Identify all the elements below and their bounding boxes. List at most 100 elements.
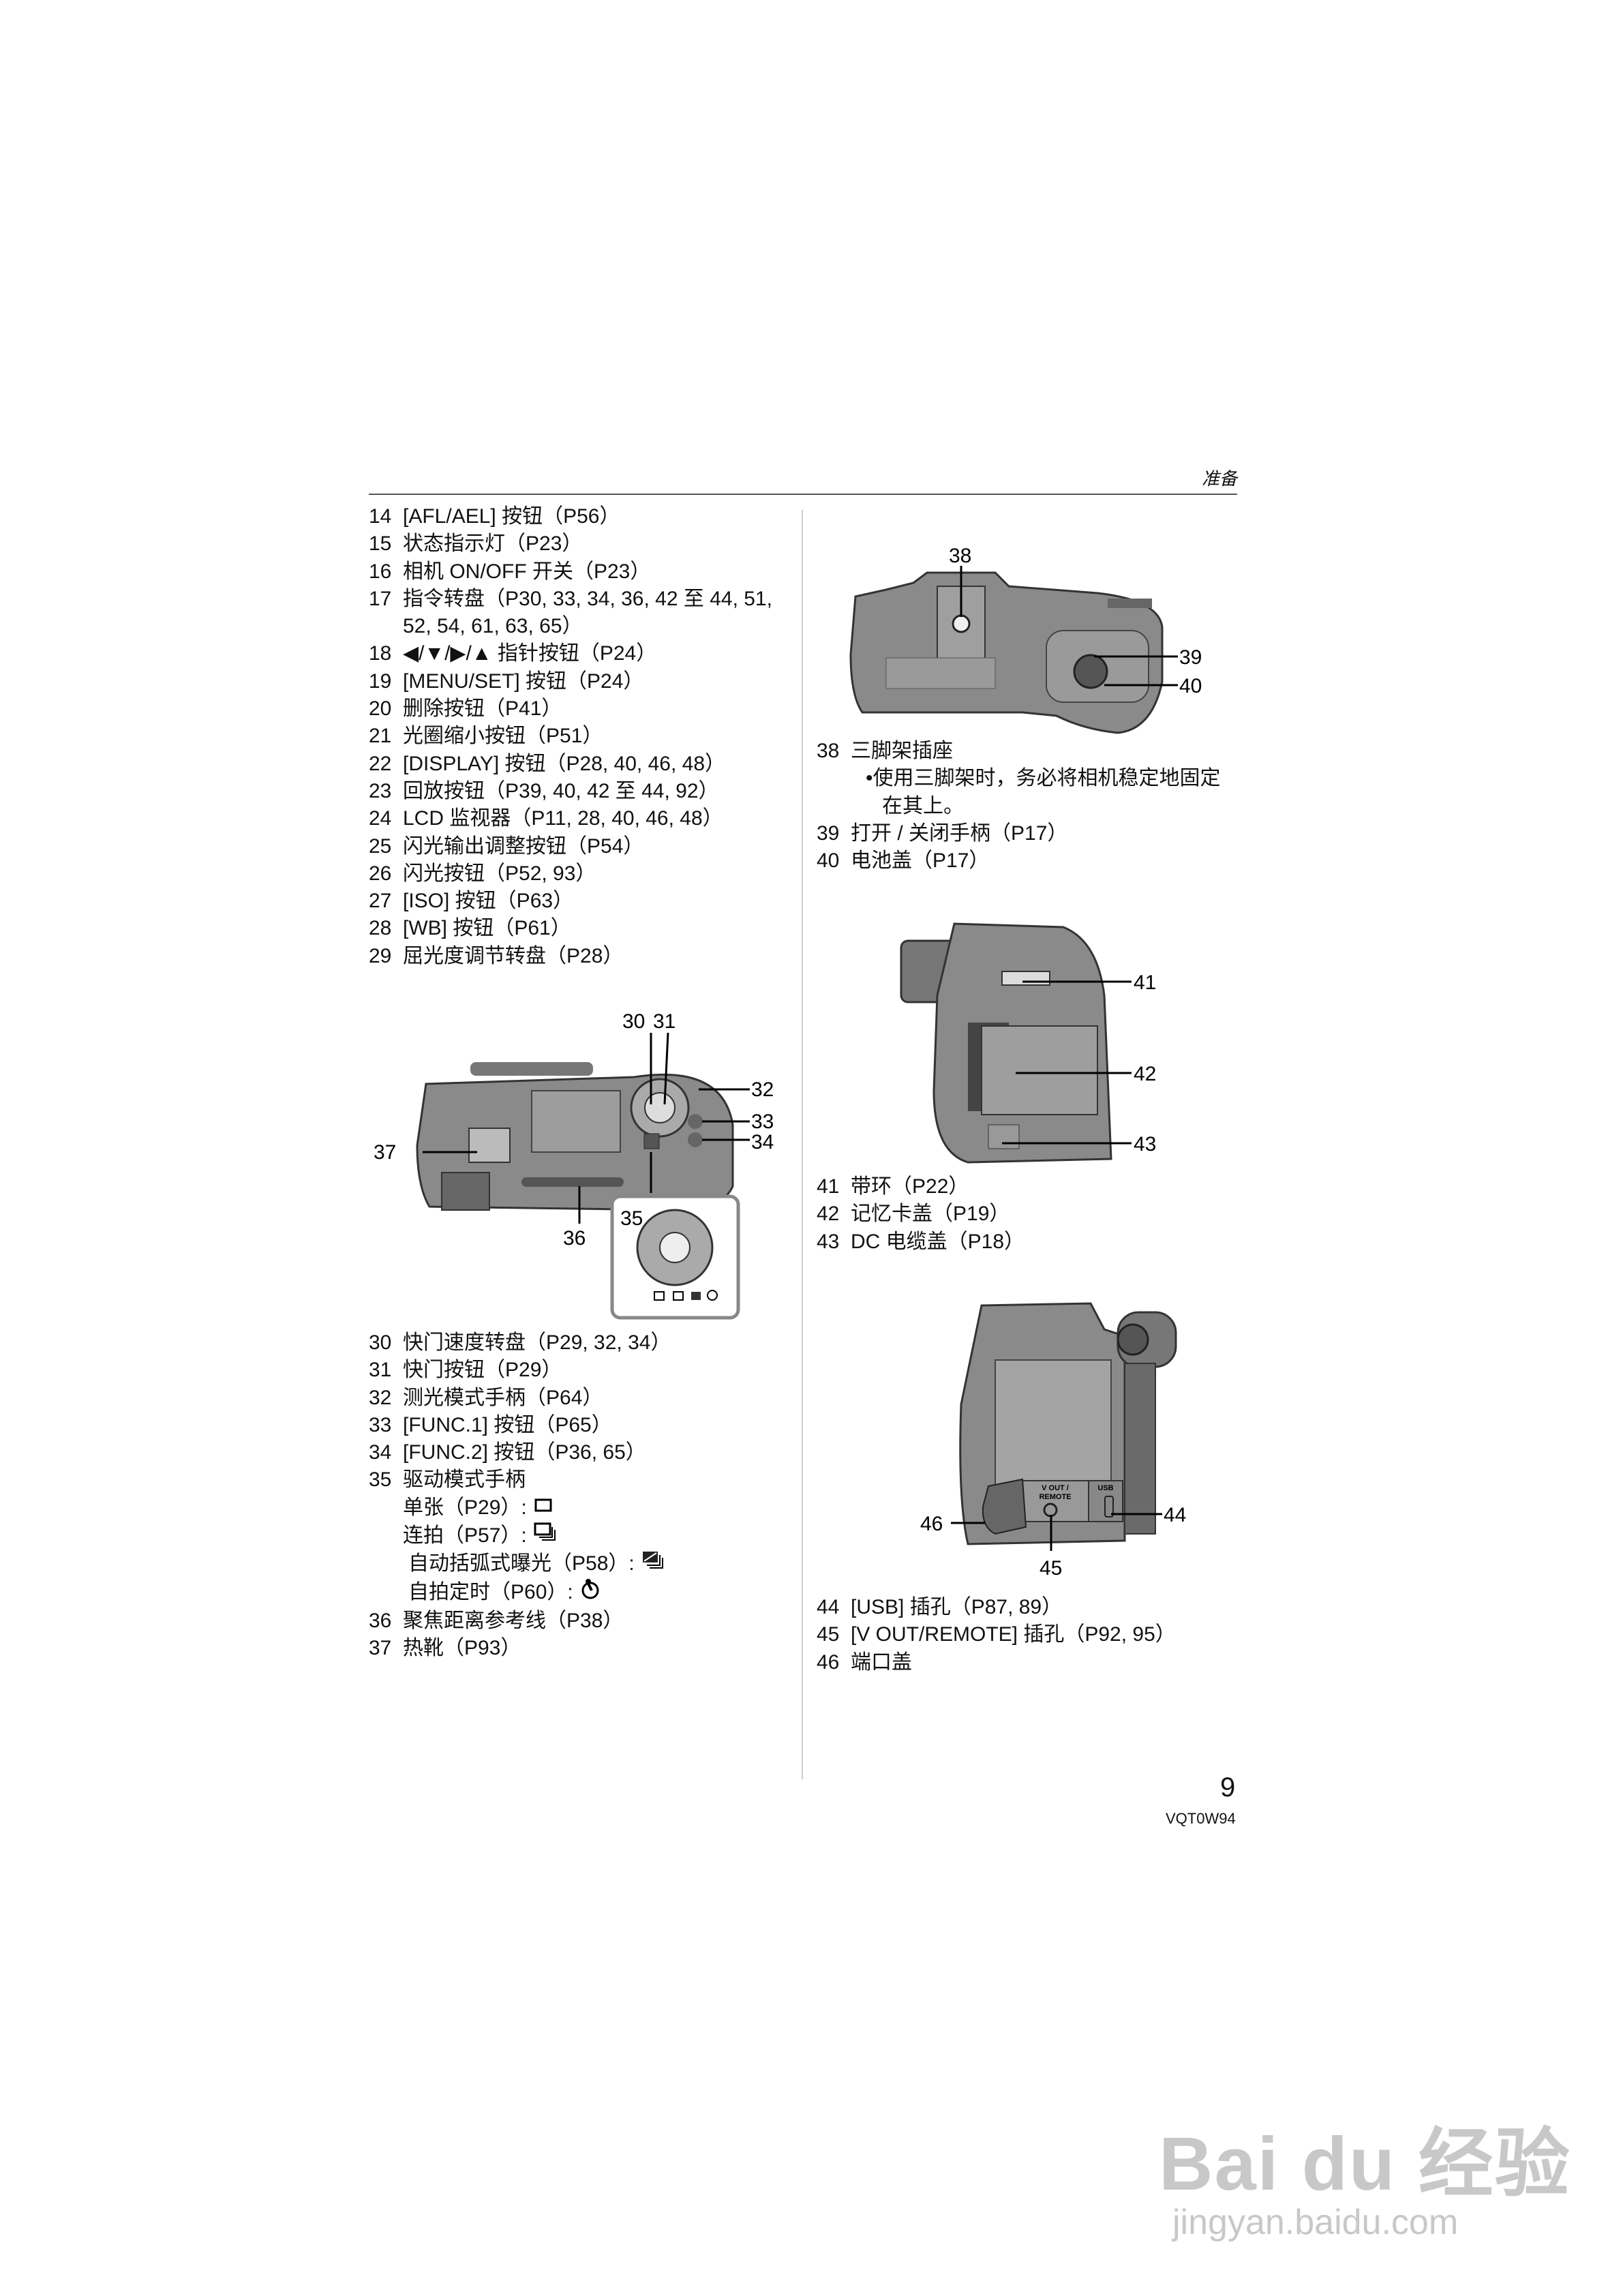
item-text: 热靴（P93） (403, 1637, 521, 1660)
item-text: 驱动模式手柄 (403, 1468, 526, 1492)
tripod-note: •使用三脚架时，务必将相机稳定地固定 (866, 767, 1221, 790)
item-text: [FUNC.1] 按钮（P65） (403, 1413, 612, 1436)
list-item: 14 [AFL/AEL] 按钮（P56） (369, 503, 772, 530)
item-number: 15 (369, 532, 392, 556)
item-text: 闪光按钮（P52, 93） (403, 862, 596, 885)
item-number: 35 (369, 1468, 392, 1492)
parts-list-44-46: 44 [USB] 插孔（P87, 89） 45[V OUT/REMOTE] 插孔（P… (817, 1594, 1176, 1676)
item-number: 17 (369, 587, 392, 610)
item-text: [WB] 按钮（P61） (403, 917, 571, 940)
list-item: 22 [DISPLAY] 按钮（P28, 40, 46, 48） (369, 751, 772, 778)
item-text: 指令转盘（P30, 33, 34, 36, 42 至 44, 51, (403, 587, 772, 610)
callout-44: 44 (1164, 1504, 1186, 1526)
list-item: 21 光圈缩小按钮（P51） (369, 723, 772, 750)
item-text: 回放按钮（P39, 40, 42 至 44, 92） (403, 779, 719, 802)
drive-mode-label: 自动括弧式曝光（P58）: (408, 1552, 635, 1575)
item-number: 46 (817, 1650, 840, 1674)
list-item: 33 [FUNC.1] 按钮（P65） (369, 1412, 671, 1439)
list-item: 20 删除按钮（P41） (369, 695, 772, 723)
list-item: 35 驱动模式手柄 (369, 1466, 671, 1494)
watermark-logo: Bai du 经验 (1159, 2122, 1571, 2206)
item-number: 26 (369, 862, 392, 885)
list-item: 26 闪光按钮（P52, 93） (369, 860, 772, 888)
callout-36: 36 (563, 1227, 586, 1250)
item-number: 37 (369, 1637, 392, 1660)
burst-icon (534, 1522, 557, 1550)
item-text: DC 电缆盖（P18） (851, 1230, 1025, 1253)
item-number: 16 (369, 560, 392, 583)
item-text: 闪光输出调整按钮（P54） (403, 834, 644, 858)
item-number: 42 (817, 1203, 840, 1226)
camera-top-view-diagram: 30 31 32 33 34 35 36 37 (374, 1010, 774, 1320)
item-text: [MENU/SET] 按钮（P24） (403, 669, 644, 693)
single-frame-icon (534, 1494, 554, 1522)
callout-41: 41 (1134, 971, 1156, 994)
item-text: 快门速度转盘（P29, 32, 34） (403, 1331, 671, 1354)
list-item: 23 回放按钮（P39, 40, 42 至 44, 92） (369, 778, 772, 805)
list-item: 17 指令转盘（P30, 33, 34, 36, 42 至 44, 51, (369, 586, 772, 613)
item-text: 记忆卡盖（P19） (851, 1203, 1010, 1226)
camera-bottom-view-diagram: 38 39 40 (849, 545, 1202, 734)
item-number: 14 (369, 505, 392, 528)
item-text: 屈光度调节转盘（P28） (403, 944, 624, 967)
item-text: [USB] 插孔（P87, 89） (851, 1596, 1063, 1618)
item-text: [DISPLAY] 按钮（P28, 40, 46, 48） (403, 752, 725, 775)
port-label-remote: REMOTE (1039, 1493, 1071, 1501)
item-text: 快门按钮（P29） (403, 1359, 562, 1382)
callout-40: 40 (1179, 675, 1202, 697)
item-number: 36 (369, 1609, 392, 1632)
item-number: 38 (817, 740, 840, 762)
list-item: 45[V OUT/REMOTE] 插孔（P92, 95） (817, 1621, 1176, 1648)
item-number: 23 (369, 779, 392, 802)
item-text: 打开 / 关闭手柄（P17） (851, 821, 1068, 845)
callout-38: 38 (949, 545, 971, 567)
item-number: 21 (369, 725, 392, 748)
item-number: 30 (369, 1331, 392, 1354)
camera-ports-diagram: V OUT / REMOTE USB 44 45 46 (920, 1302, 1186, 1580)
item-number: 25 (369, 834, 392, 858)
drive-mode-item: 连拍（P57）: (369, 1522, 671, 1550)
self-timer-icon (580, 1578, 601, 1607)
drive-mode-label: 连拍（P57）: (403, 1524, 527, 1547)
item-text: 聚焦距离参考线（P38） (403, 1609, 624, 1632)
item-text: 电池盖（P17） (851, 849, 990, 873)
item-number: 22 (369, 752, 392, 775)
item-number: 44 (817, 1596, 840, 1618)
callout-43: 43 (1134, 1133, 1156, 1155)
callout-46: 46 (920, 1513, 943, 1535)
list-item: 25 闪光输出调整按钮（P54） (369, 833, 772, 860)
item-number: 33 (369, 1413, 392, 1436)
item-text: [AFL/AEL] 按钮（P56） (403, 505, 620, 528)
tripod-note-cont: 在其上。 (882, 794, 964, 817)
item-text: 光圈缩小按钮（P51） (403, 725, 603, 748)
list-item: 18 ◀/▼/▶/▲ 指针按钮（P24） (369, 640, 772, 667)
drive-mode-item: 单张（P29）: (369, 1494, 671, 1522)
header-rule (369, 494, 1237, 495)
list-item: 42 记忆卡盖（P19） (817, 1200, 1025, 1228)
list-item: 19[MENU/SET] 按钮（P24） (369, 668, 772, 695)
item-number: 20 (369, 697, 392, 721)
item-text: [V OUT/REMOTE] 插孔（P92, 95） (851, 1623, 1176, 1646)
item-text: 测光模式手柄（P64） (403, 1386, 603, 1409)
item-number: 43 (817, 1230, 840, 1253)
list-item: 28[WB] 按钮（P61） (369, 915, 772, 942)
item-text: ◀/▼/▶/▲ 指针按钮（P24） (403, 642, 657, 665)
list-item: 44 [USB] 插孔（P87, 89） (817, 1594, 1176, 1621)
callout-45: 45 (1040, 1557, 1062, 1580)
callout-32: 32 (751, 1078, 774, 1101)
callout-33: 33 (751, 1111, 774, 1133)
item-number: 18 (369, 642, 392, 665)
auto-bracket-icon (641, 1550, 665, 1577)
item-text: 删除按钮（P41） (403, 697, 562, 721)
callout-37: 37 (374, 1141, 396, 1164)
